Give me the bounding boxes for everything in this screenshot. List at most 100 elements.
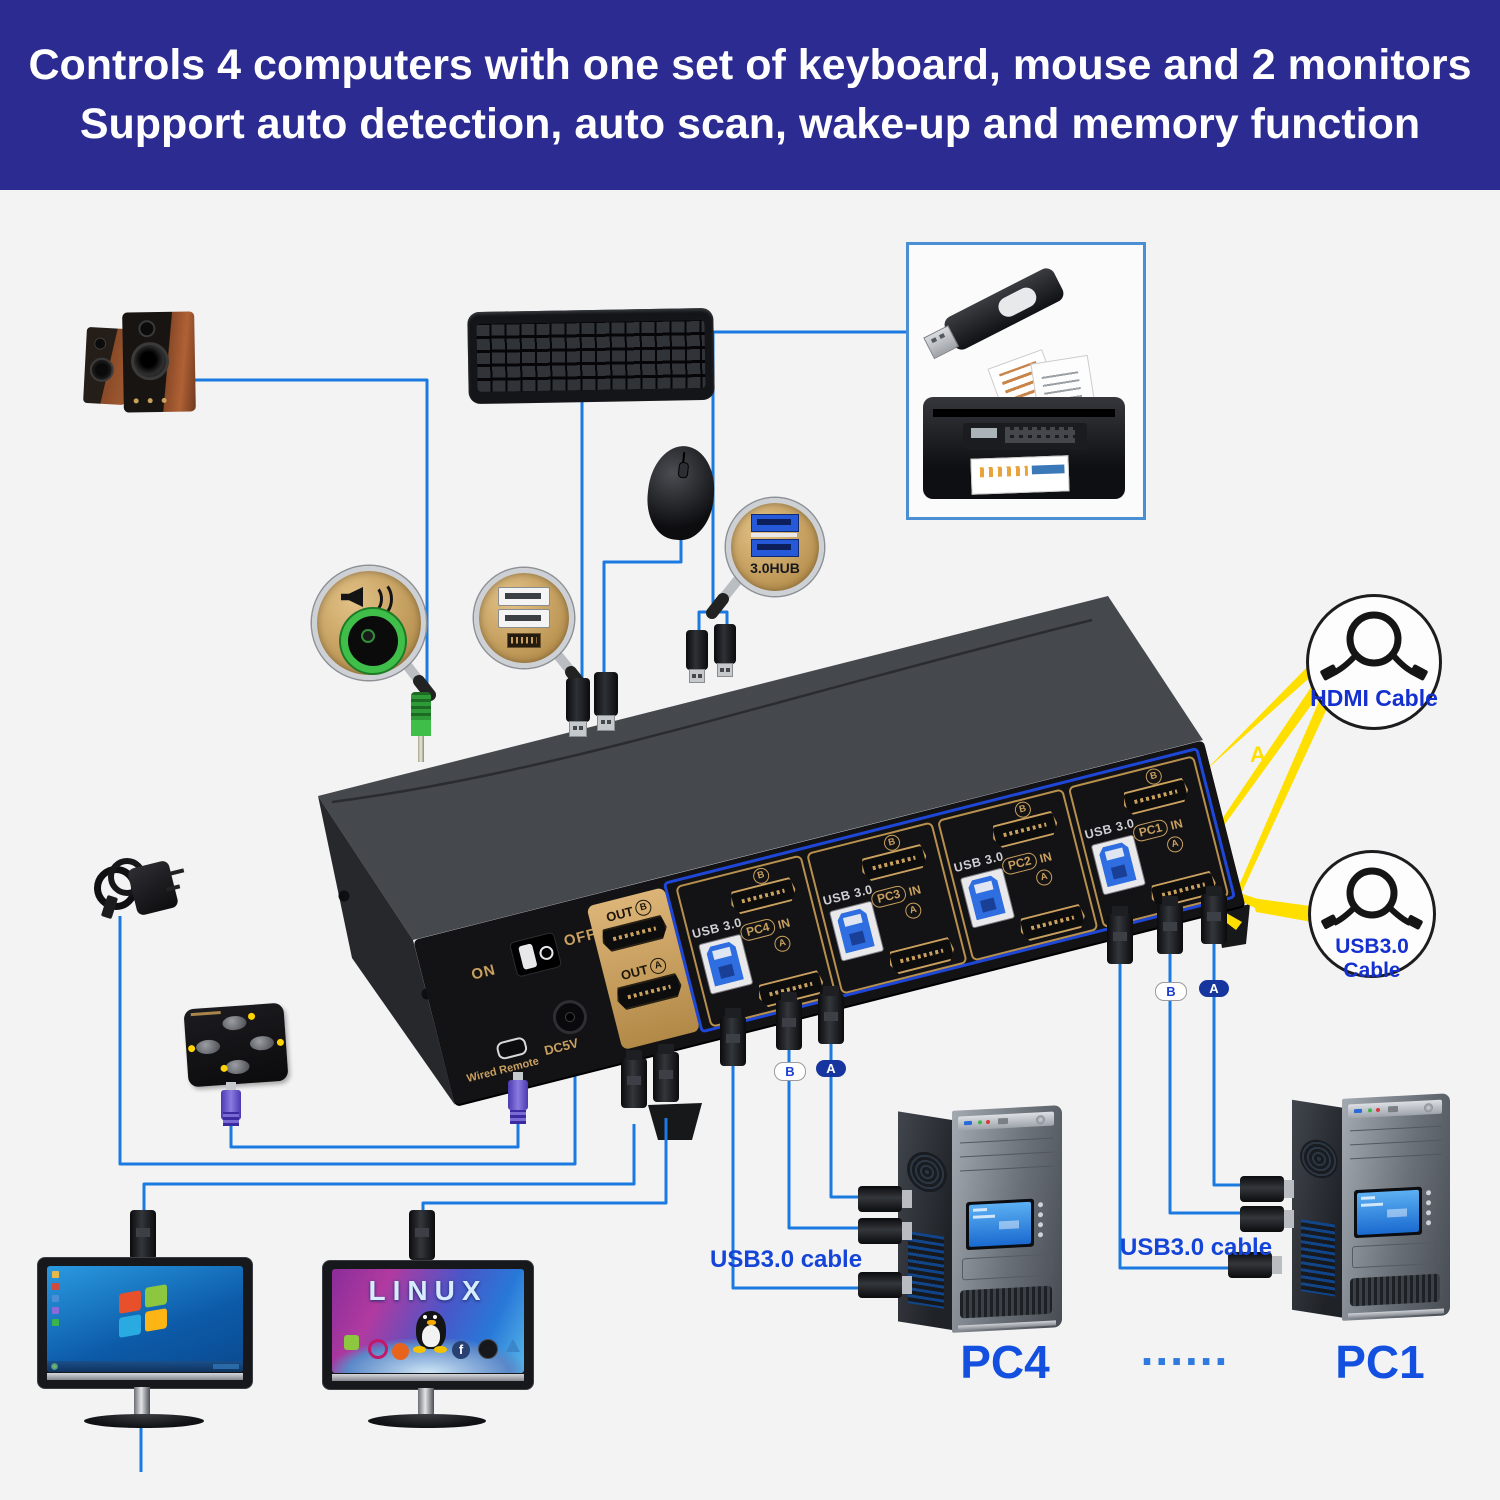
pc1-tower: [1292, 1093, 1450, 1324]
remote-button-up[interactable]: [222, 1015, 247, 1031]
speaker-front: [122, 311, 196, 413]
device-foot: [648, 1103, 702, 1140]
pc4-hdmi-a-connector: [858, 1186, 912, 1212]
windows-desktop: [47, 1266, 243, 1372]
debian-logo: [368, 1339, 388, 1359]
printer-buttons: [1005, 427, 1075, 443]
linux-logo-text: LINUX: [368, 1275, 488, 1306]
usb-devices-box: [906, 242, 1146, 520]
pclinuxos-logo: [478, 1339, 498, 1359]
pc1-label: PC1: [1335, 1336, 1425, 1388]
pc1-hdmi-b-cable-plug: [1157, 896, 1183, 954]
flash-drive-slider: [995, 284, 1040, 321]
pc1-usb3-port[interactable]: [1090, 834, 1147, 896]
pc1-hdmi-b-connector: [1240, 1206, 1294, 1232]
mouse-usb-plug: [594, 672, 618, 731]
dc-power-jack[interactable]: [549, 996, 591, 1038]
badge-b: B: [774, 1062, 806, 1081]
usb3-hub-magnifier: 3.0HUB: [726, 498, 824, 596]
device-top-face: [318, 596, 1203, 940]
mouse-scroll-wheel: [677, 461, 690, 479]
usb3-cable-icon: [1321, 867, 1423, 930]
pc4-label: PC4: [960, 1336, 1050, 1388]
badge-b: B: [1155, 982, 1187, 1001]
pc1-hdmi-a-cable-plug: [1201, 886, 1227, 944]
windows-monitor-hdmi-plug: [130, 1210, 156, 1268]
header-line-1: Controls 4 computers with one set of key…: [28, 41, 1472, 89]
keyboard-icon: [507, 633, 541, 648]
pc4-hdmi-a-cable-plug: [818, 986, 844, 1044]
usb3-port-icon: [751, 514, 799, 532]
hub-usb-plug: [714, 624, 736, 677]
pc4-hdmi-b-connector: [858, 1218, 912, 1244]
device-top-seam: [331, 618, 1093, 804]
pc1-usb3-connector: [1228, 1252, 1282, 1278]
screw-hole: [338, 890, 350, 902]
usb3-cable-circle: USB3.0 Cable: [1308, 850, 1436, 982]
power-adapter: [92, 856, 185, 926]
hub-usb-plug: [686, 630, 708, 683]
monitor-stand-base: [368, 1414, 486, 1428]
blue-cables: [118, 330, 1242, 1472]
pc2-usb3-port[interactable]: [959, 867, 1016, 929]
pc2-hdmi-a-port[interactable]: [1018, 903, 1088, 942]
speaker-wave-icon: [367, 581, 393, 617]
usb-flash-drive: [923, 265, 1067, 360]
distro-triangle-logo: [506, 1339, 520, 1352]
beam-a-letter: A: [1250, 742, 1266, 767]
pc4-hdmi-b-cable-plug: [776, 992, 802, 1050]
audio-port-magnifier: [312, 566, 426, 680]
port-a-letter: A: [772, 934, 793, 954]
printer-lcd: [971, 428, 997, 438]
windows-monitor: [37, 1257, 253, 1389]
pc4-tower: [898, 1105, 1063, 1336]
port-a-letter: A: [1034, 867, 1054, 888]
out-a-cable-plug: [653, 1044, 679, 1102]
remote-button-right[interactable]: [249, 1035, 275, 1052]
pc4-usb3-connector: [858, 1272, 912, 1298]
wired-remote-label: Wired Remote: [465, 1055, 541, 1086]
out-b-cable-plug: [621, 1050, 647, 1108]
header-line-2: Support auto detection, auto scan, wake-…: [79, 100, 1421, 148]
dc-label: DC5V: [542, 1035, 580, 1059]
mint-logo: [344, 1335, 359, 1350]
audio-jack-port: [341, 609, 405, 673]
remote-button-left[interactable]: [195, 1039, 221, 1055]
usb-port-icon: [498, 609, 550, 628]
printer-output-paper: [970, 455, 1070, 495]
power-switch[interactable]: [508, 931, 563, 978]
badge-a: A: [1199, 980, 1229, 997]
monitor-stand-neck: [418, 1388, 434, 1416]
usb3-cable-note-left: USB3.0 cable: [710, 1246, 863, 1273]
wired-remote-port[interactable]: [495, 1035, 529, 1061]
linux-monitor-hdmi-plug: [409, 1210, 435, 1268]
hdmi-cable-icon: [1320, 611, 1428, 681]
port-a-letter: A: [1165, 834, 1185, 855]
keyboard-usb-plug: [566, 678, 590, 737]
hdmi-cable-circle: HDMI Cable: [1306, 594, 1442, 730]
pc1-hdmi-a-connector: [1240, 1176, 1294, 1202]
printer: [919, 349, 1131, 509]
usb-port-icon: [498, 587, 550, 606]
ellipsis-label: ......: [1140, 1323, 1230, 1375]
power-on-label: ON: [469, 961, 498, 984]
linux-monitor: LINUX f: [322, 1260, 534, 1390]
fedora-logo: f: [452, 1341, 470, 1359]
usb3-port-icon: [751, 539, 799, 557]
speaker-icon: [341, 587, 363, 607]
windows-taskbar: [47, 1361, 243, 1372]
pc4-usb3-port[interactable]: [698, 933, 754, 995]
usb2-ports-magnifier: [474, 568, 574, 668]
remote-button-down[interactable]: [225, 1059, 250, 1075]
hdmi-cable-label: HDMI Cable: [1310, 685, 1438, 711]
speakers: [83, 311, 200, 414]
keyboard-keys: [476, 320, 706, 392]
linux-desktop: LINUX f: [332, 1269, 524, 1373]
monitor-stand-base: [84, 1414, 204, 1428]
monitor-stand-neck: [134, 1387, 150, 1417]
port-a-letter: A: [903, 900, 924, 921]
out-b-letter: B: [633, 897, 654, 918]
pc3-usb3-port[interactable]: [828, 900, 885, 962]
pc3-hdmi-a-port[interactable]: [887, 936, 957, 975]
